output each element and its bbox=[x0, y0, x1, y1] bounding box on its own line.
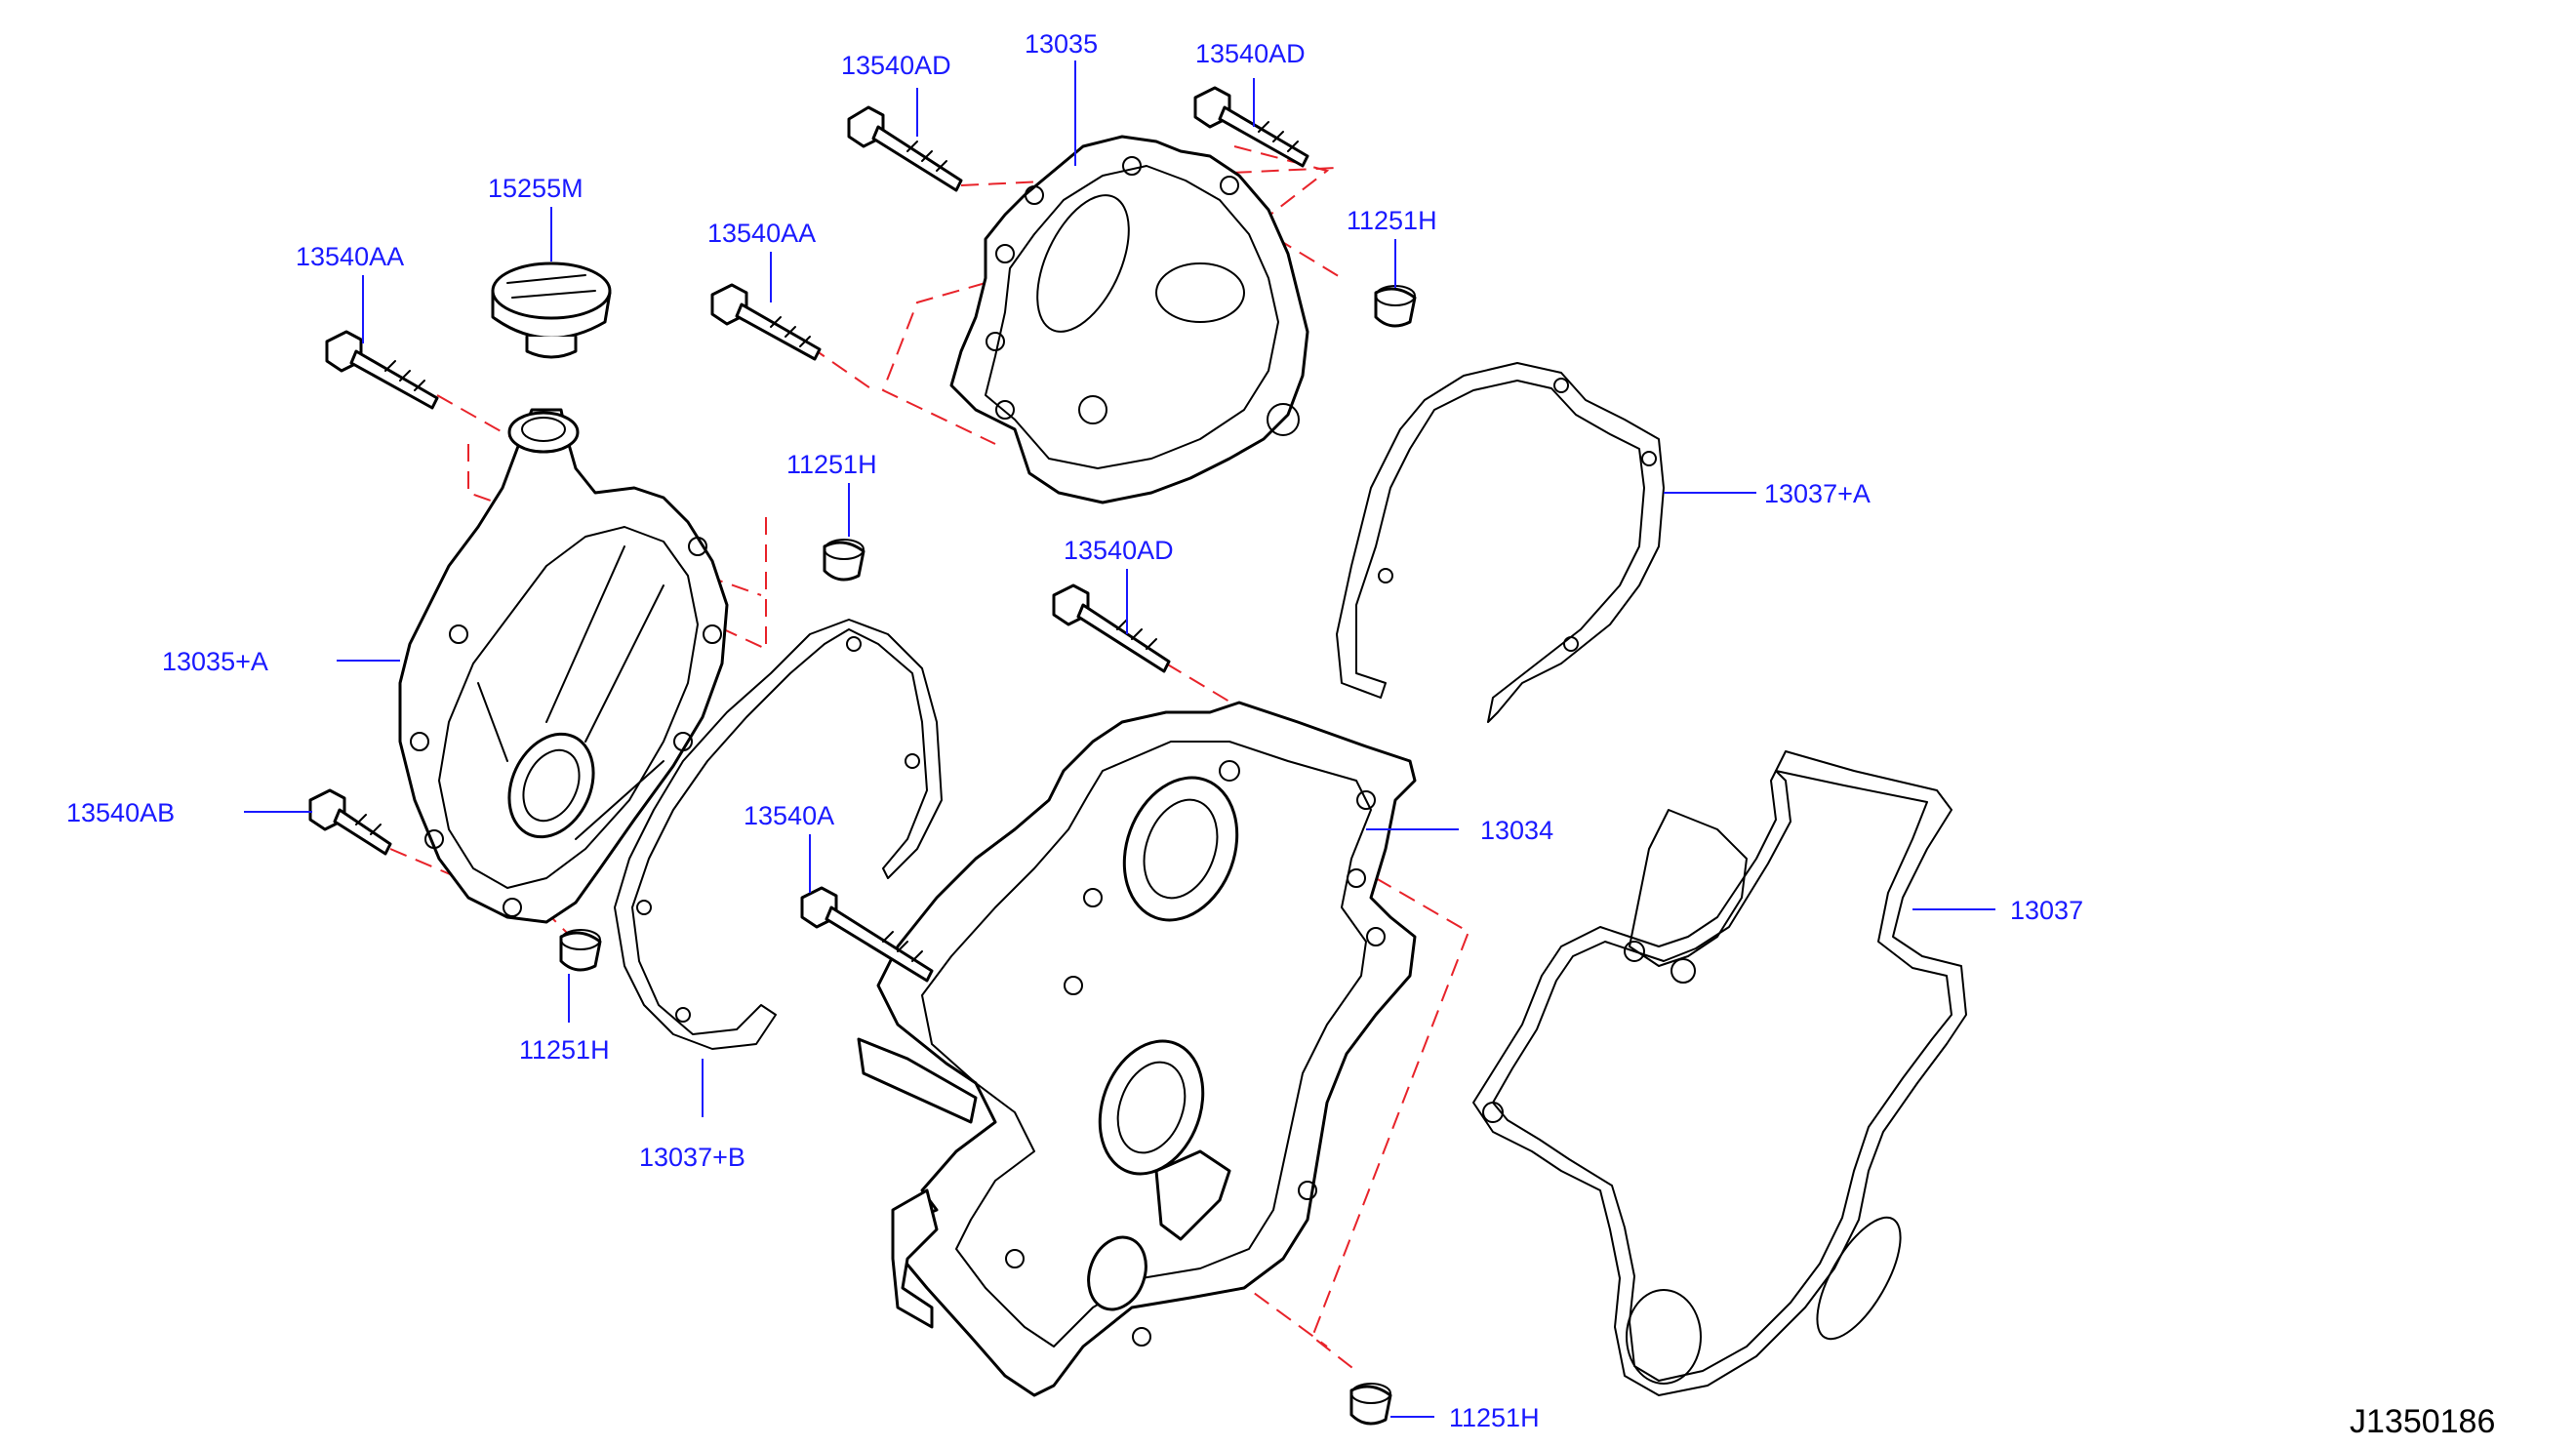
dowel-11251h-bottom[interactable] bbox=[1349, 1383, 1392, 1426]
callout-13540aa-mid: 13540AA bbox=[707, 219, 816, 248]
gasket-13037[interactable] bbox=[1472, 750, 1967, 1396]
dowel-pins bbox=[559, 285, 1417, 1426]
callout-13037: 13037 bbox=[2010, 896, 2083, 925]
bolt-13540aa-left[interactable] bbox=[325, 330, 439, 410]
bolts bbox=[308, 86, 1309, 983]
timing-chain-case-13034[interactable] bbox=[857, 701, 1417, 1397]
callout-15255m: 15255M bbox=[488, 174, 584, 203]
callout-13035a: 13035+A bbox=[162, 647, 268, 676]
callout-11251h-mid: 11251H bbox=[786, 450, 877, 479]
bolt-13540aa-mid[interactable] bbox=[710, 283, 822, 361]
callout-13540ad-left: 13540AD bbox=[841, 51, 951, 80]
diagram-reference-code: J1350186 bbox=[2350, 1403, 2495, 1440]
callout-11251h-left: 11251H bbox=[519, 1035, 610, 1065]
callout-13540ab: 13540AB bbox=[66, 798, 175, 827]
dowel-11251h-mid[interactable] bbox=[823, 539, 865, 582]
callout-13540aa-left: 13540AA bbox=[296, 242, 404, 271]
callout-13037b: 13037+B bbox=[639, 1143, 745, 1172]
callout-13035: 13035 bbox=[1025, 29, 1098, 59]
front-cover-13035a[interactable] bbox=[398, 408, 729, 924]
dowel-11251h-left[interactable] bbox=[559, 929, 602, 972]
dowel-11251h-top[interactable] bbox=[1374, 285, 1417, 328]
leader-lines bbox=[244, 60, 1995, 1418]
callout-11251h-top: 11251H bbox=[1347, 206, 1437, 235]
bolt-13540ad-right[interactable] bbox=[1193, 86, 1309, 168]
bolt-13540a[interactable] bbox=[800, 886, 934, 983]
gasket-13037a[interactable] bbox=[1336, 362, 1665, 723]
callout-13540ad-right: 13540AD bbox=[1195, 39, 1306, 68]
gasket-13037b[interactable] bbox=[614, 619, 943, 1050]
callout-labels: 13540AD 13035 13540AD 15255M 13540AA 135… bbox=[66, 29, 2083, 1432]
callout-11251h-bottom: 11251H bbox=[1449, 1403, 1540, 1432]
callout-13037a: 13037+A bbox=[1764, 479, 1871, 508]
callout-13034: 13034 bbox=[1480, 816, 1553, 845]
upper-timing-cover-13035[interactable] bbox=[949, 135, 1309, 504]
bolt-13540ad-left[interactable] bbox=[847, 105, 963, 192]
bolt-13540ab[interactable] bbox=[308, 788, 392, 856]
callout-13540a: 13540A bbox=[744, 801, 834, 830]
bolt-13540ad-mid[interactable] bbox=[1052, 583, 1171, 673]
callout-13540ad-mid: 13540AD bbox=[1064, 536, 1174, 565]
oil-filler-cap-15255m[interactable] bbox=[491, 261, 612, 359]
